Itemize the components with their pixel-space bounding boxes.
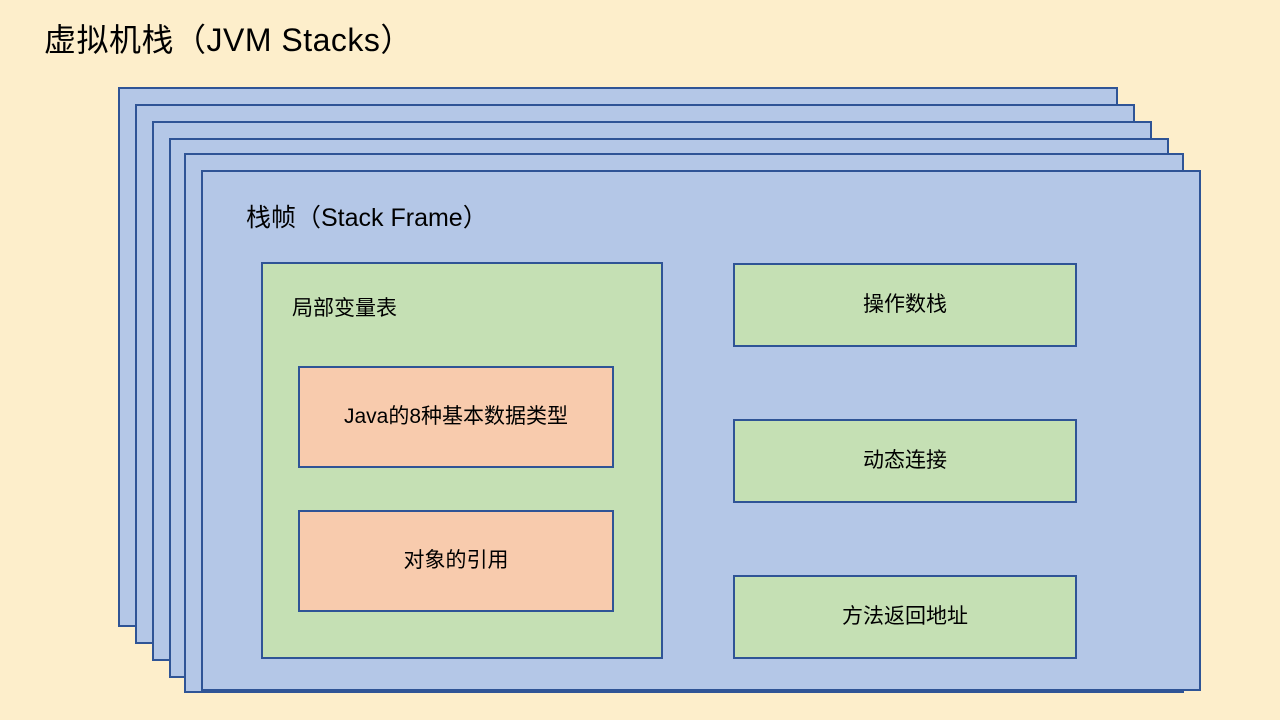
- operand-stack-box: 操作数栈: [733, 263, 1077, 347]
- primitive-types-box: Java的8种基本数据类型: [298, 366, 614, 468]
- method-return-address-box: 方法返回地址: [733, 575, 1077, 659]
- object-reference-box: 对象的引用: [298, 510, 614, 612]
- dynamic-linking-label: 动态连接: [863, 449, 947, 472]
- local-variable-table-label: 局部变量表: [292, 297, 397, 320]
- stack-frame-title: 栈帧（Stack Frame）: [246, 204, 488, 232]
- page-title: 虚拟机栈（JVM Stacks）: [44, 22, 413, 58]
- operand-stack-label: 操作数栈: [863, 293, 947, 316]
- object-reference-label: 对象的引用: [403, 549, 509, 572]
- method-return-address-label: 方法返回地址: [842, 605, 968, 628]
- dynamic-linking-box: 动态连接: [733, 419, 1077, 503]
- primitive-types-label: Java的8种基本数据类型: [343, 405, 569, 428]
